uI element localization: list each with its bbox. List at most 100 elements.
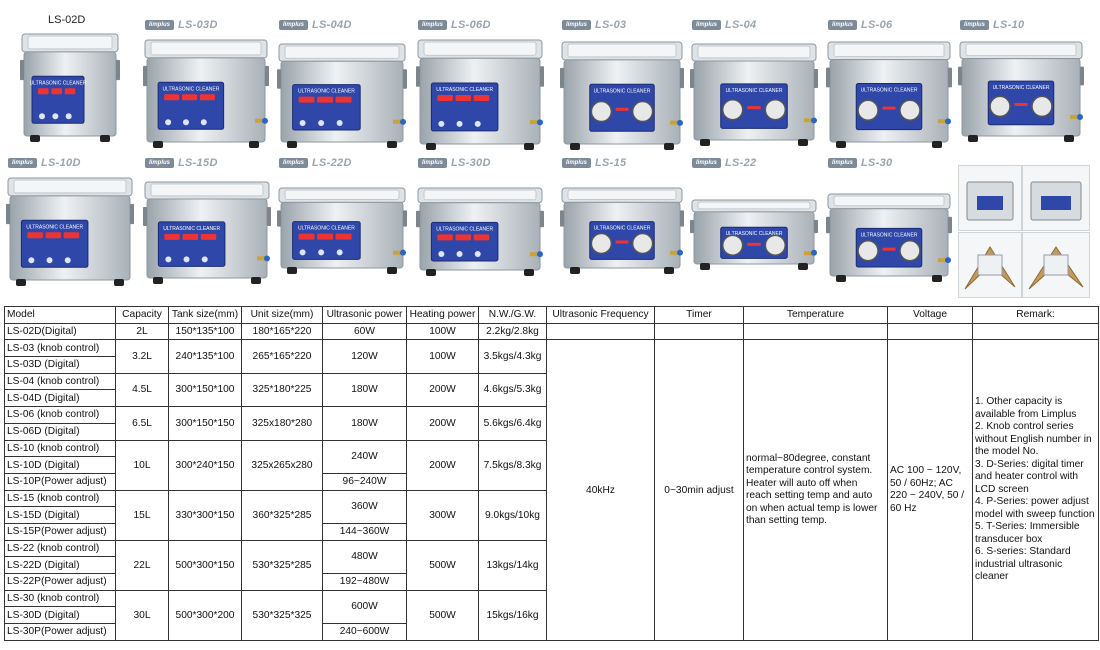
- model-cell: LS-15P(Power adjust): [4, 522, 116, 541]
- frequency-cell: 40kHz: [546, 339, 655, 641]
- model-cell: LS-04D (Digital): [4, 389, 116, 408]
- brand-badge: limplus: [692, 20, 722, 30]
- capacity-cell: 4.5L: [115, 372, 169, 408]
- model-cell: LS-10D (Digital): [4, 456, 116, 474]
- column-header: Temperature: [743, 306, 888, 324]
- voltage-header-spacer: [887, 322, 973, 341]
- cleaner-unit-image: ULTRASONIC CLEANER: [277, 187, 407, 274]
- unit-size-cell: 325x265x280: [241, 439, 323, 491]
- table-row: LS-30P(Power adjust)240~600W: [4, 623, 1099, 641]
- capacity-cell: 6.5L: [115, 406, 169, 441]
- unit-size-cell: 180*165*220: [241, 322, 323, 341]
- brand-badge: limplus: [828, 20, 858, 30]
- cleaner-unit-image: ULTRASONIC CLEANER: [143, 39, 269, 148]
- brand-badge: limplus: [960, 20, 990, 30]
- svg-text:ULTRASONIC CLEANER: ULTRASONIC CLEANER: [726, 231, 783, 237]
- model-cell: LS-30P(Power adjust): [4, 623, 116, 641]
- weight-cell: 13kgs/14kg: [478, 539, 547, 591]
- box-icon: [966, 181, 1014, 221]
- cleaner-unit-image: ULTRASONIC CLEANER: [690, 199, 818, 270]
- svg-text:ULTRASONIC CLEANER: ULTRASONIC CLEANER: [436, 87, 493, 93]
- model-name: LS-22D: [312, 157, 352, 169]
- capacity-cell: 22L: [115, 539, 169, 591]
- svg-text:ULTRASONIC CLEANER: ULTRASONIC CLEANER: [26, 224, 83, 230]
- svg-text:ULTRASONIC CLEANER: ULTRASONIC CLEANER: [993, 85, 1050, 91]
- packaging-photo: [958, 165, 1022, 231]
- weight-cell: 9.0kgs/10kg: [478, 489, 547, 541]
- model-cell: LS-30D (Digital): [4, 606, 116, 625]
- model-cell: LS-22D (Digital): [4, 556, 116, 574]
- weight-cell: 2.2kg/2.8kg: [478, 322, 547, 341]
- unit-size-cell: 265*165*220: [241, 339, 323, 374]
- heating-power-cell: 500W: [406, 589, 479, 641]
- cleaner-unit-image: ULTRASONIC CLEANER: [560, 187, 684, 274]
- svg-text:ULTRASONIC CLEANER: ULTRASONIC CLEANER: [726, 88, 783, 94]
- box-icon: [964, 246, 1016, 290]
- column-header: N.W./G.W.: [478, 306, 547, 324]
- model-name: LS-10: [993, 19, 1025, 31]
- model-cell: LS-22P(Power adjust): [4, 573, 116, 591]
- svg-text:ULTRASONIC CLEANER: ULTRASONIC CLEANER: [163, 226, 220, 232]
- svg-text:ULTRASONIC CLEANER: ULTRASONIC CLEANER: [298, 89, 355, 95]
- unit-size-cell: 325*180*225: [241, 372, 323, 408]
- heating-power-cell: 200W: [406, 439, 479, 491]
- model-name: LS-15: [595, 157, 627, 169]
- brand-badge: limplus: [418, 158, 448, 168]
- brand-badge: limplus: [828, 158, 858, 168]
- tank-size-cell: 150*135*100: [168, 322, 242, 341]
- brand-badge: limplus: [279, 158, 309, 168]
- weight-cell: 7.5kgs/8.3kg: [478, 439, 547, 491]
- brand-badge: limplus: [145, 20, 175, 30]
- cleaner-unit-image: ULTRASONIC CLEANER: [416, 187, 544, 276]
- model-cell: LS-06D (Digital): [4, 422, 116, 441]
- temperature-cell: normal~80degree, constant temperature co…: [743, 339, 888, 641]
- heating-power-cell: 100W: [406, 339, 479, 374]
- model-cell: LS-15D (Digital): [4, 506, 116, 524]
- timer-cell: 0~30min adjust: [654, 339, 744, 641]
- remark-line: 3. D-Series: digital timer and heater co…: [975, 458, 1084, 495]
- box-icon: [1030, 181, 1082, 221]
- ultrasonic-power-cell: 120W: [322, 339, 407, 374]
- capacity-cell: 2L: [115, 322, 169, 341]
- ultrasonic-power-cell: 180W: [322, 406, 407, 441]
- model-cell: LS-10P(Power adjust): [4, 472, 116, 491]
- column-header: Timer: [654, 306, 744, 324]
- cleaner-unit-image: ULTRASONIC CLEANER: [6, 177, 134, 286]
- column-header: Voltage: [887, 306, 973, 324]
- capacity-cell: 10L: [115, 439, 169, 491]
- model-cell: LS-10 (knob control): [4, 439, 116, 458]
- svg-text:ULTRASONIC CLEANER: ULTRASONIC CLEANER: [861, 87, 918, 93]
- heating-power-cell: 200W: [406, 372, 479, 408]
- model-name: LS-22: [725, 157, 757, 169]
- svg-text:ULTRASONIC CLEANER: ULTRASONIC CLEANER: [594, 226, 651, 232]
- remark-header-spacer: [972, 322, 1099, 341]
- capacity-cell: 3.2L: [115, 339, 169, 374]
- model-cell: LS-30 (knob control): [4, 589, 116, 608]
- model-name: LS-06D: [451, 19, 491, 31]
- model-cell: LS-03 (knob control): [4, 339, 116, 358]
- tank-size-cell: 300*150*100: [168, 372, 242, 408]
- model-name: LS-30: [861, 157, 893, 169]
- brand-badge: limplus: [8, 158, 38, 168]
- brand-badge: limplus: [692, 158, 722, 168]
- column-header: Remark:: [972, 306, 1099, 324]
- remark-line: 2. Knob control series without English n…: [975, 421, 1092, 458]
- svg-text:ULTRASONIC CLEANER: ULTRASONIC CLEANER: [298, 226, 355, 232]
- cleaner-unit-image: ULTRASONIC CLEANER: [826, 193, 952, 282]
- ultrasonic-power-cell: 180W: [322, 372, 407, 408]
- ultrasonic-power-range-cell: 144~360W: [322, 522, 407, 541]
- cleaner-unit-image: ULTRASONIC CLEANER: [958, 41, 1084, 142]
- ultrasonic-power-range-cell: 192~480W: [322, 573, 407, 591]
- ultrasonic-power-cell: 480W: [322, 539, 407, 575]
- ultrasonic-power-range-cell: 96~240W: [322, 472, 407, 491]
- model-name: LS-30D: [451, 157, 491, 169]
- weight-cell: 5.6kgs/6.4kg: [478, 406, 547, 441]
